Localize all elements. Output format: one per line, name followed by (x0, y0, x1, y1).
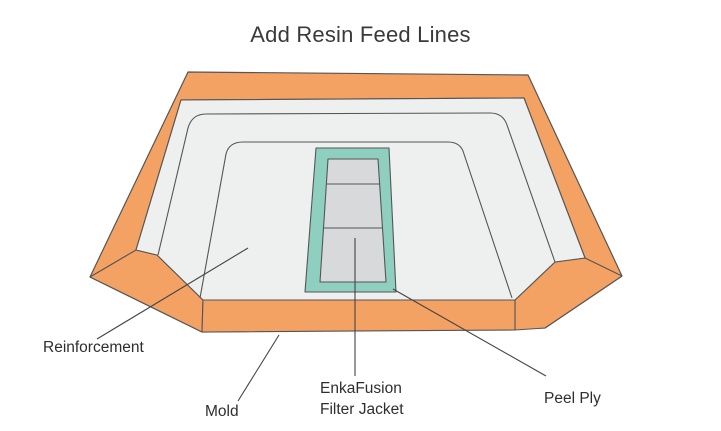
reinforcement-label: Reinforcement (43, 339, 144, 356)
filter-jacket-label-line2: Filter Jacket (320, 401, 404, 418)
peel-ply-leader-line (392, 288, 547, 377)
filter-jacket (319, 158, 387, 283)
reinforcement-leader-line (96, 247, 249, 340)
mold-leader-line (237, 334, 280, 402)
peel-ply-label: Peel Ply (544, 390, 601, 407)
mold-bottom-facet (201, 299, 516, 333)
reinforcement-ply-outline-2 (199, 141, 513, 299)
mold-label: Mold (205, 403, 239, 420)
filter-jacket-label-line1: EnkaFusion (320, 380, 402, 397)
diagram-title: Add Resin Feed Lines (250, 22, 471, 47)
reinforcement-ply-outline-1 (157, 112, 556, 263)
